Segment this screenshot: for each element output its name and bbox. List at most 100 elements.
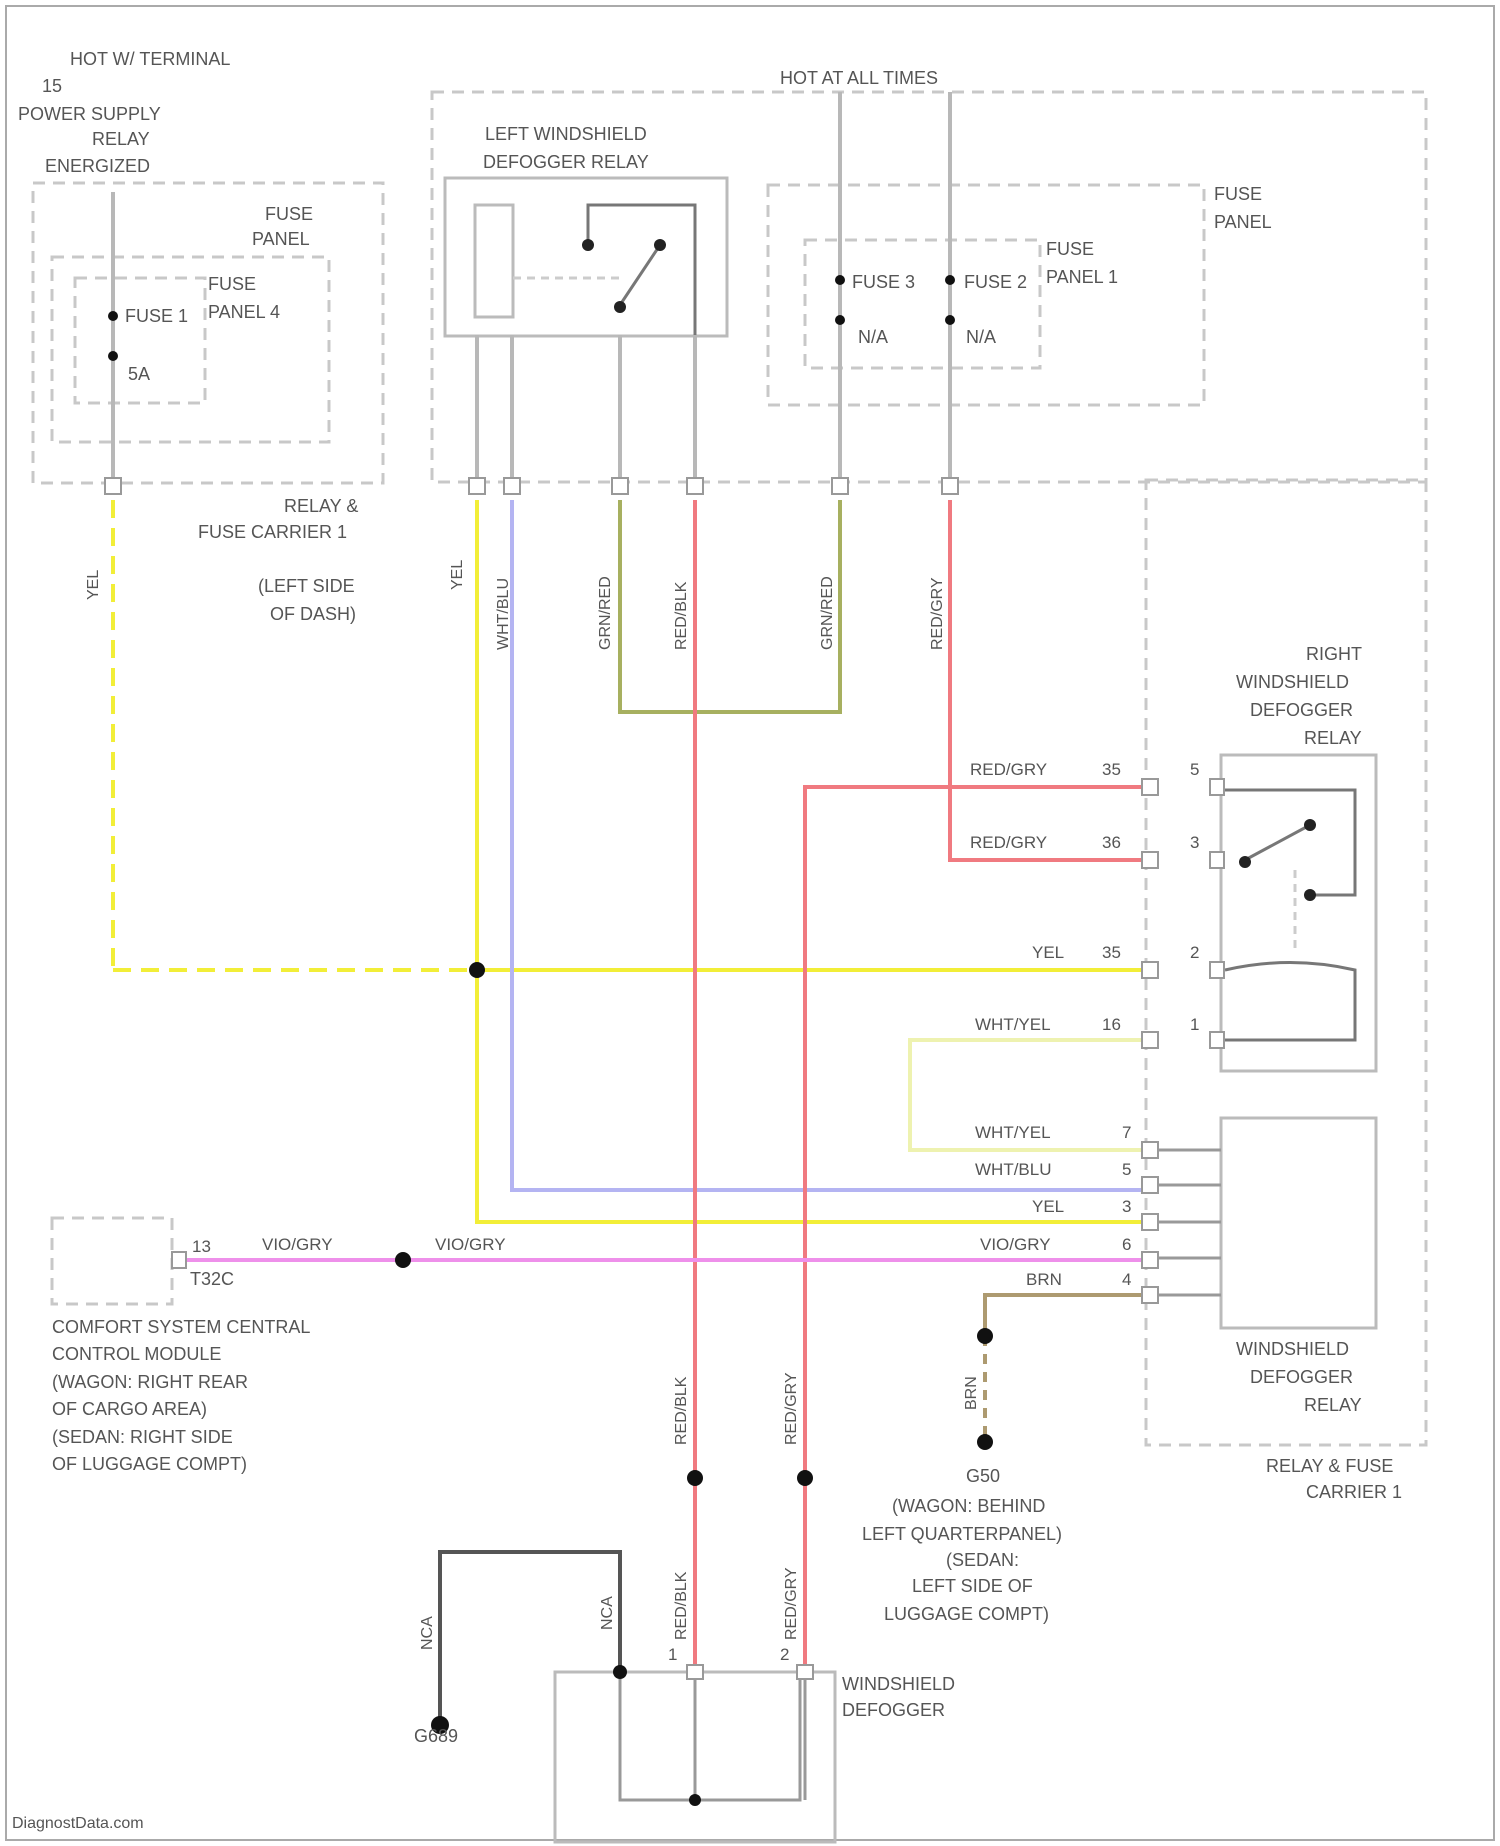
fuse2-rating: N/A [966, 327, 996, 347]
lower-pin-4: 4 [1122, 1270, 1131, 1289]
vwire-wht-blu: WHT/BLU [495, 578, 512, 650]
defogger-pin-1: 1 [668, 1645, 677, 1664]
vwire-red-gry-1: RED/GRY [929, 577, 946, 650]
power-supply-label: POWER SUPPLY [18, 104, 161, 124]
vwire-red-blk-2: RED/BLK [673, 1376, 690, 1445]
pin-35-b: 35 [1102, 943, 1121, 962]
labels: HOT W/ TERMINAL 15 POWER SUPPLY RELAY EN… [12, 49, 1402, 1832]
right-relay-label-3: DEFOGGER [1250, 700, 1353, 720]
wire-label-wht-blu: WHT/BLU [975, 1160, 1052, 1179]
defogger-internals [620, 1672, 805, 1800]
relay-fuse-carrier1-label-2: CARRIER 1 [1306, 1482, 1402, 1502]
relay-fuse-carrier1-label-1: RELAY & FUSE [1266, 1456, 1393, 1476]
vwire-yel-2: YEL [449, 560, 466, 590]
vwire-red-blk-1: RED/BLK [673, 581, 690, 650]
left-windshield-label: LEFT WINDSHIELD [485, 124, 647, 144]
wire-label-brn: BRN [1026, 1270, 1062, 1289]
dashed-boxes [33, 92, 1426, 1445]
fuse1-label: FUSE 1 [125, 306, 188, 326]
ground-label-5: LUGGAGE COMPT) [884, 1604, 1049, 1624]
lower-relay-stubs [1150, 1150, 1221, 1295]
ground-label-4: LEFT SIDE OF [912, 1576, 1033, 1596]
wire-label-wht-yel-1: WHT/YEL [975, 1015, 1051, 1034]
right-relay-internals [1225, 790, 1355, 1040]
right-relay-contacts [1239, 819, 1316, 901]
splices [108, 275, 993, 1806]
energized-label: ENERGIZED [45, 156, 150, 176]
fuse-panel-right-label-1: FUSE [1214, 184, 1262, 204]
windshield-defogger-label-2: DEFOGGER [842, 1700, 945, 1720]
comfort-label-3: (WAGON: RIGHT REAR [52, 1372, 248, 1392]
fuse2-label: FUSE 2 [964, 272, 1027, 292]
ground-label-2: LEFT QUARTERPANEL) [862, 1524, 1062, 1544]
vwire-nca-2: NCA [599, 1596, 616, 1630]
pin-16: 16 [1102, 1015, 1121, 1034]
left-side-label-2: OF DASH) [270, 604, 356, 624]
wire-labels-vertical: YEL YEL WHT/BLU GRN/RED RED/BLK GRN/RED … [85, 560, 980, 1650]
defogger-pin-2: 2 [780, 1645, 789, 1664]
pin-36: 36 [1102, 833, 1121, 852]
wire-label-yel: YEL [1032, 1197, 1064, 1216]
pin-35-a: 35 [1102, 760, 1121, 779]
wire-label-red-gry-1: RED/GRY [970, 760, 1047, 779]
fuse-panel-label-1: FUSE [265, 204, 313, 224]
ground-label-1: (WAGON: BEHIND [892, 1496, 1045, 1516]
defogger-relay-label: DEFOGGER RELAY [483, 152, 649, 172]
comfort-pin-13: 13 [192, 1237, 211, 1256]
vwire-red-gry-2: RED/GRY [783, 1372, 800, 1445]
wire-label-wht-yel-2: WHT/YEL [975, 1123, 1051, 1142]
vwire-yel-1: YEL [85, 570, 102, 600]
comfort-label-5: (SEDAN: RIGHT SIDE [52, 1427, 233, 1447]
relay-fuse-carrier-label-1: RELAY & [284, 496, 358, 516]
left-relay-internals [513, 205, 695, 335]
vwire-nca-1: NCA [419, 1616, 436, 1650]
vwire-brn: BRN [963, 1376, 980, 1410]
ground-label: G50 [966, 1466, 1000, 1486]
vwire-red-blk-3: RED/BLK [673, 1571, 690, 1640]
fuse-panel1-label-1: FUSE [1046, 239, 1094, 259]
right-relay-label-2: WINDSHIELD [1236, 672, 1349, 692]
watermark: DiagnostData.com [12, 1815, 144, 1832]
windshield-relay-label-1: WINDSHIELD [1236, 1339, 1349, 1359]
right-relay-label-1: RIGHT [1306, 644, 1362, 664]
fuse3-label: FUSE 3 [852, 272, 915, 292]
vwire-grn-red-1: GRN/RED [597, 576, 614, 650]
ground-label-3: (SEDAN: [946, 1550, 1019, 1570]
lower-pin-3: 3 [1122, 1197, 1131, 1216]
windshield-relay-label-2: DEFOGGER [1250, 1367, 1353, 1387]
comfort-label-2: CONTROL MODULE [52, 1344, 221, 1364]
relay-label: RELAY [92, 129, 150, 149]
wire-label-vio-gry-1: VIO/GRY [262, 1235, 333, 1254]
vwire-grn-red-2: GRN/RED [819, 576, 836, 650]
relay-fuse-carrier-label-2: FUSE CARRIER 1 [198, 522, 347, 542]
comfort-label-6: OF LUGGAGE COMPT) [52, 1454, 247, 1474]
comfort-label-1: COMFORT SYSTEM CENTRAL [52, 1317, 310, 1337]
wire-label-vio-gry-3: VIO/GRY [980, 1235, 1051, 1254]
lower-pin-5: 5 [1122, 1160, 1131, 1179]
fuse3-rating: N/A [858, 327, 888, 347]
wire-label-vio-gry-2: VIO/GRY [435, 1235, 506, 1254]
wire-labels-horizontal: RED/GRY RED/GRY YEL WHT/YEL WHT/YEL WHT/… [262, 760, 1064, 1289]
t32c-label: T32C [190, 1269, 234, 1289]
fuse-panel4-label-1: FUSE [208, 274, 256, 294]
relay-boxes [445, 178, 1376, 1842]
hot-at-all-times-label: HOT AT ALL TIMES [780, 68, 938, 88]
ground-bottom-label: G689 [414, 1726, 458, 1746]
connectors [105, 478, 1224, 1679]
fuse-panel4-label-2: PANEL 4 [208, 302, 280, 322]
lower-pin-7: 7 [1122, 1123, 1131, 1142]
wire-label-yel-relay: YEL [1032, 943, 1064, 962]
relay-pin-5: 5 [1190, 760, 1199, 779]
fifteen-label: 15 [42, 76, 62, 96]
relay-pin-1: 1 [1190, 1015, 1199, 1034]
wire-label-red-gry-2: RED/GRY [970, 833, 1047, 852]
windshield-defogger-label-1: WINDSHIELD [842, 1674, 955, 1694]
comfort-label-4: OF CARGO AREA) [52, 1399, 207, 1419]
windshield-relay-label-3: RELAY [1304, 1395, 1362, 1415]
vwire-red-gry-3: RED/GRY [783, 1567, 800, 1640]
five-a-label: 5A [128, 364, 150, 384]
relay-pin-2: 2 [1190, 943, 1199, 962]
left-side-label-1: (LEFT SIDE [258, 576, 355, 596]
left-relay-contacts [582, 239, 666, 313]
